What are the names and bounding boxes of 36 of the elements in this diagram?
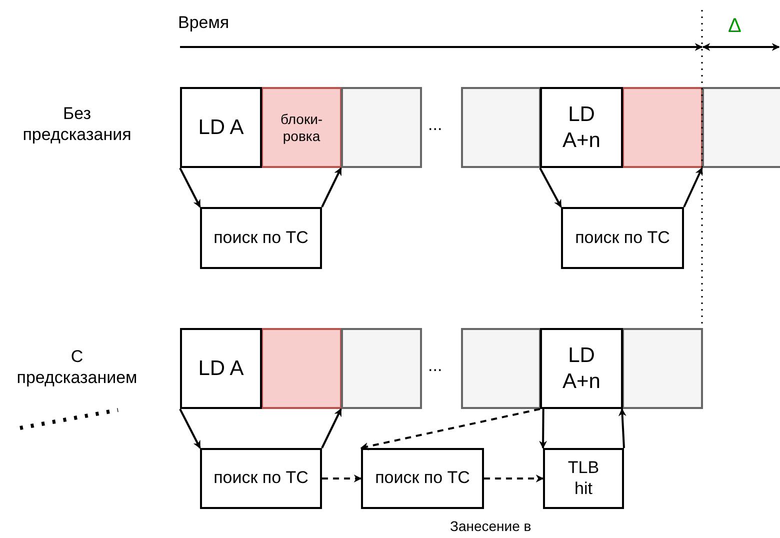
arrow [321, 167, 342, 208]
arrow [360, 408, 540, 450]
delta-label: Δ [728, 14, 742, 39]
arrow [618, 408, 626, 448]
text-box: поиск по ТС [200, 207, 322, 269]
arrow [321, 408, 342, 448]
time-slot [702, 87, 780, 168]
arrow [484, 474, 544, 482]
time-slot [341, 87, 422, 168]
arrow [322, 474, 362, 482]
text-box: LD A [180, 87, 262, 168]
text-box: LD A+n [540, 328, 623, 409]
text-box: поиск по ТС [200, 448, 322, 509]
ellipsis: ... [428, 114, 442, 136]
time-slot [461, 87, 541, 168]
time-slot [622, 87, 703, 168]
time-slot [461, 328, 541, 409]
text-box: поиск по ТС [561, 207, 684, 269]
arrow [539, 168, 562, 208]
caption-text: Занесение в [450, 518, 532, 536]
row-label: Без предсказания [22, 103, 132, 146]
time-slot [261, 328, 342, 409]
text-box: LD A [180, 328, 262, 409]
ellipsis: ... [428, 355, 442, 376]
arrow [179, 408, 201, 449]
text-box: LD A+n [540, 87, 623, 168]
time-slot [622, 328, 703, 409]
arrow [179, 168, 201, 208]
arrow [539, 409, 548, 449]
axis-label: Время [178, 12, 230, 34]
arrow [683, 167, 703, 208]
text-box: поиск по ТС [361, 448, 484, 509]
row-label: С предсказанием [16, 346, 138, 388]
time-slot: блоки- ровка [261, 87, 342, 168]
time-slot [341, 328, 422, 409]
text-box: TLB hit [543, 448, 624, 509]
